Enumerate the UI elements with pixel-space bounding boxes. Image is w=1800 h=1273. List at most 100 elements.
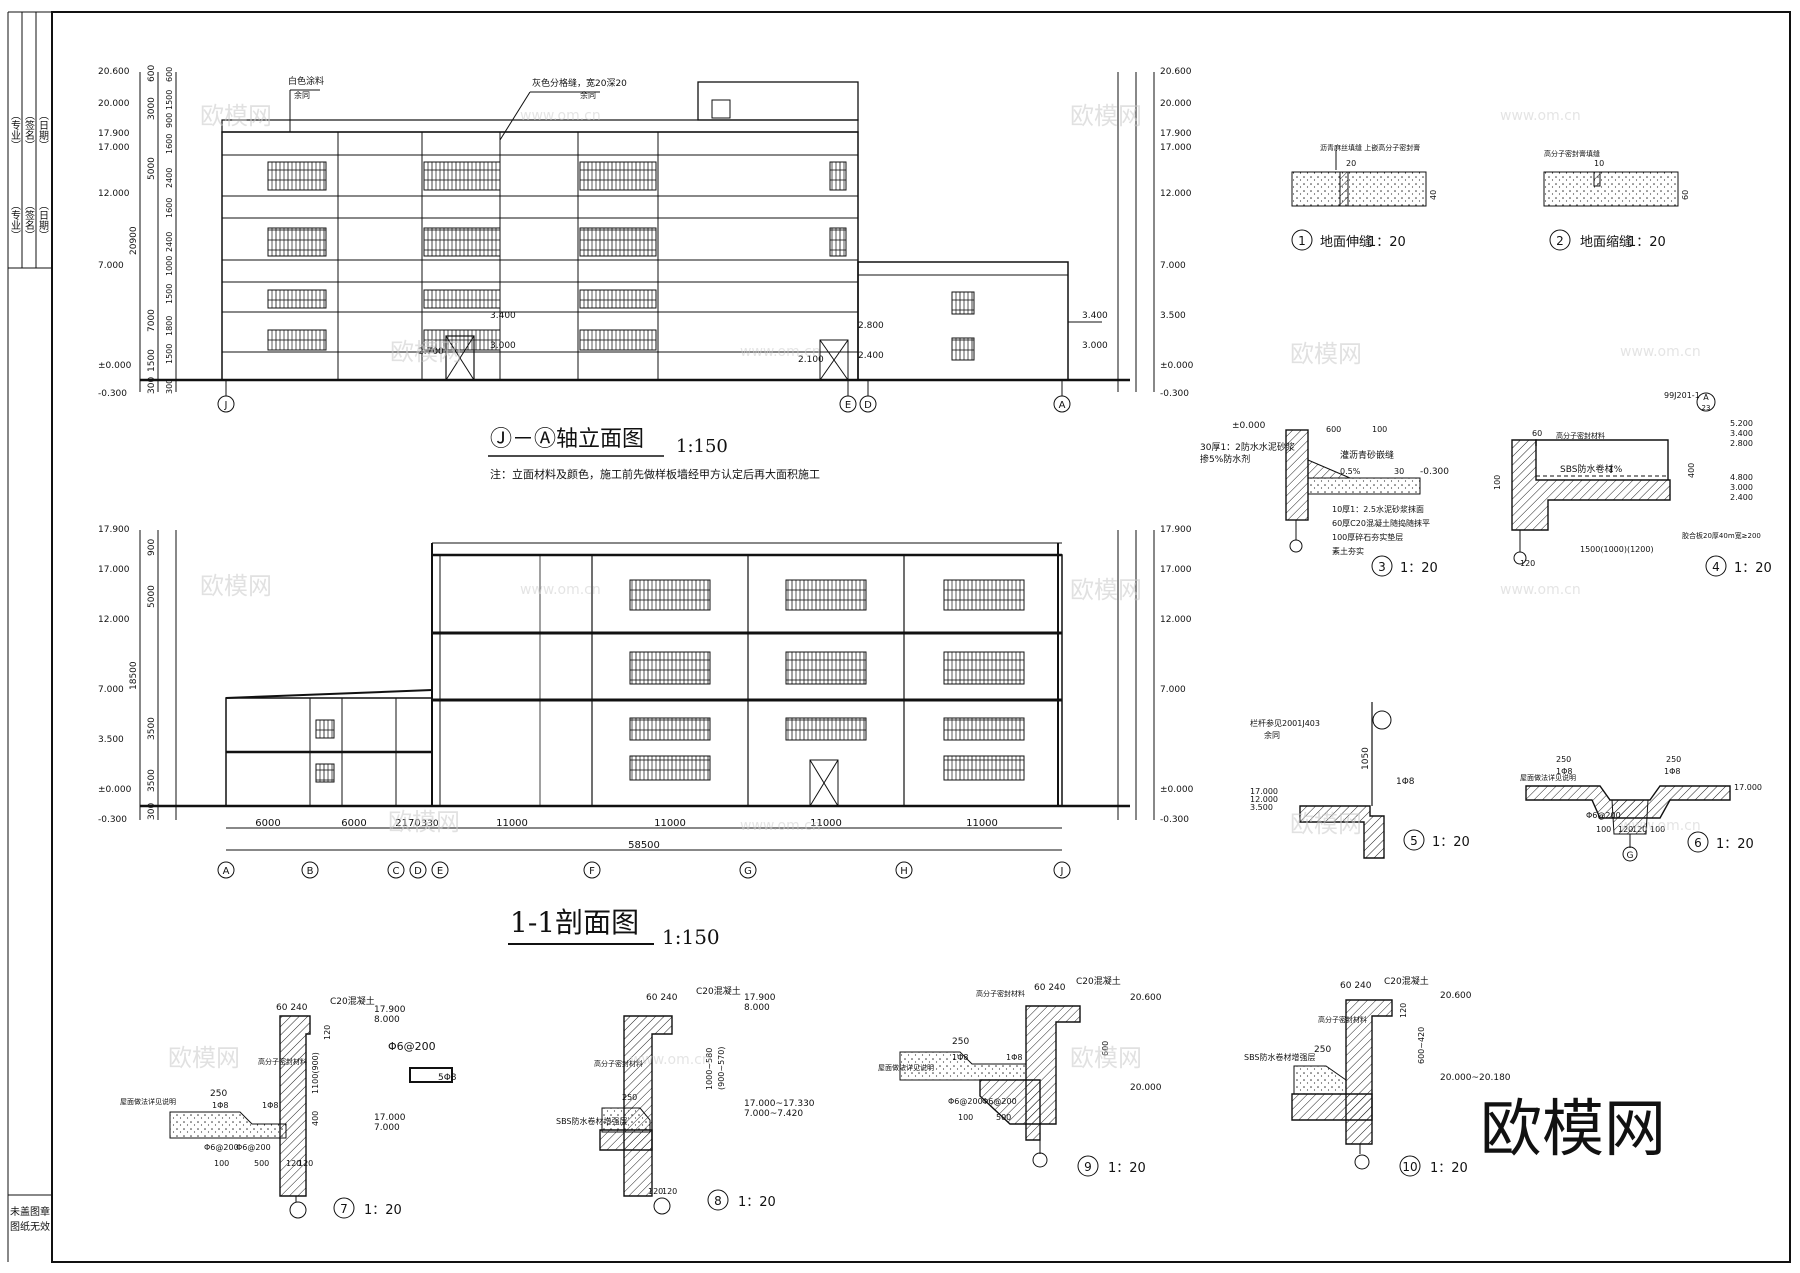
elev-left-level-3: 17.900 <box>98 129 130 139</box>
d9-dim-3: 1Φ8 <box>952 1053 968 1062</box>
d3-layer-4: 素土夯实 <box>1332 546 1364 556</box>
section-windows <box>629 579 1025 781</box>
d7-top: 60 240 <box>276 1003 308 1013</box>
d7-dim-6: 100 <box>214 1159 229 1168</box>
elev-dim-7: 300 <box>147 377 157 394</box>
elev-inline-level-5: 2.400 <box>858 351 884 361</box>
elevation-scale: 1:150 <box>676 436 728 457</box>
left-title-strip: （专业） （签名） （日期） （专业） （签名） （日期） 未盖图章 图纸无效 <box>7 11 52 1262</box>
d7-dim-10: 1100(900) <box>311 1052 320 1094</box>
sec-dim-1: 900 <box>147 539 157 556</box>
d7-dim-7: 500 <box>254 1159 269 1168</box>
elev-dim-5: 7000 <box>147 309 157 332</box>
d6-dim-4: 1Φ8 <box>1664 767 1680 776</box>
elev-dim-3: 5000 <box>147 157 157 180</box>
d7-rebar2: 5Φ8 <box>438 1073 457 1083</box>
d2-dim: 10 <box>1594 159 1604 168</box>
watermark-brand-9: 欧模网 <box>168 1044 240 1072</box>
d9-dim-6: Φ6@200 <box>982 1097 1017 1106</box>
d8-note1: 高分子密封材料 <box>594 1059 643 1068</box>
d9-dim-7: 100 <box>958 1113 973 1122</box>
watermark-url-6: www.om.cn <box>1500 582 1581 598</box>
elev-dim-1: 600 <box>147 65 157 82</box>
d8-conc: C20混凝土 <box>696 985 741 997</box>
elev-right-level-1: 20.600 <box>1160 67 1192 77</box>
d10-dim-1: 600~420 <box>1417 1027 1426 1064</box>
watermark-brand-4: 欧模网 <box>1290 340 1362 368</box>
sec-span-8: 11000 <box>966 818 998 829</box>
elev-dim-inner-1: 600 <box>165 67 174 82</box>
elevation-windows <box>267 161 847 351</box>
d5-dim-1: 1050 <box>1361 747 1371 770</box>
sec-axis-e: E <box>437 866 443 877</box>
d7-dim-8: 120 <box>286 1159 301 1168</box>
d1-num: 1 <box>1298 234 1306 248</box>
elevation-note: 注：立面材料及颜色，施工前先做样板墙经甲方认定后再大面积施工 <box>490 467 820 481</box>
elev-dim-inner-11: 1500 <box>165 344 174 364</box>
detail-1: 沥青麻丝填缝 上嵌高分子密封膏 20 40 1 地面伸缝 1：20 <box>1291 143 1438 251</box>
sec-left-level-5: 3.500 <box>98 735 124 745</box>
watermark-url-5: www.om.cn <box>520 582 601 598</box>
elev-inline-level-3: 2.700 <box>418 347 444 357</box>
d3-dim-1: 600 <box>1326 425 1341 434</box>
watermark-url-9: www.om.cn <box>630 1052 711 1068</box>
elevation-drawing: 白色涂料 余同 灰色分格缝，宽20深20 余同 3.400 3.000 2.70… <box>98 65 1194 481</box>
detail-5: 栏杆参见2001J403 余同 1050 1Φ8 17.000 12.000 3… <box>1250 702 1470 859</box>
watermark-url-4: www.om.cn <box>1620 344 1701 360</box>
d9-scale: 1：20 <box>1108 1161 1146 1176</box>
strip-label-4: （专业） <box>9 200 21 240</box>
d10-level-2: 20.000~20.180 <box>1440 1073 1511 1083</box>
sec-dim-6: 300 <box>147 803 157 820</box>
sec-right-level-5: ±0.000 <box>1160 785 1194 795</box>
d7-dim-5: Φ6@200 <box>236 1143 271 1152</box>
d10-top: 60 240 <box>1340 981 1372 991</box>
d10-num: 10 <box>1402 1160 1417 1174</box>
d1-note: 沥青麻丝填缝 上嵌高分子密封膏 <box>1320 143 1420 152</box>
watermark-brand-5: 欧模网 <box>200 572 272 600</box>
d6-dim-7: 120 <box>1618 825 1633 834</box>
watermark-brand-3: 欧模网 <box>390 338 462 366</box>
d8-dim-5: 120 <box>662 1187 677 1196</box>
d4-slope: 1% <box>1608 465 1623 475</box>
d3-scale: 1：20 <box>1400 561 1438 576</box>
detail-7: 60 240 C20混凝土 17.900 8.000 17.000 7.000 … <box>120 995 457 1219</box>
d4-ref-a: A <box>1703 393 1709 402</box>
detail-3: ±0.000 -0.300 30厚1：2防水水泥砂浆 掺5%防水剂 灌沥青砂嵌缝… <box>1200 421 1449 577</box>
d9-level-1: 20.600 <box>1130 993 1162 1003</box>
d3-dim-4: 0.5% <box>1340 467 1361 476</box>
detail-6: G 屋面做法详见说明 250 250 1Φ8 1Φ8 17.000 100 12… <box>1520 755 1762 862</box>
d9-dim-4: 1Φ8 <box>1006 1053 1022 1062</box>
d2-dim2: 60 <box>1681 190 1690 200</box>
sec-axis-g: G <box>744 866 752 877</box>
d4-dim-10: 60 <box>1532 429 1542 438</box>
d6-axis: G <box>1627 851 1634 861</box>
d9-note1: 高分子密封材料 <box>976 989 1025 998</box>
sec-dim-4: 3500 <box>147 717 157 740</box>
sec-axis-f: F <box>589 866 595 877</box>
d4-dim-1: 5.200 <box>1730 419 1753 428</box>
d7-conc: C20混凝土 <box>330 995 375 1007</box>
elev-left-level-6: 7.000 <box>98 261 124 271</box>
d6-dim-6: 100 <box>1596 825 1611 834</box>
elev-dim-2: 3000 <box>147 97 157 120</box>
elev-left-level-1: 20.600 <box>98 67 130 77</box>
d6-num: 6 <box>1694 836 1702 850</box>
detail-9: 60 240 C20混凝土 20.600 20.000 600 250 1Φ8 … <box>878 975 1162 1177</box>
d9-num: 9 <box>1084 1160 1092 1174</box>
d8-level-2: 8.000 <box>744 1003 770 1013</box>
d2-title: 地面缩缝 <box>1580 234 1632 250</box>
elev-inline-level-7: 3.400 <box>1082 311 1108 321</box>
d10-scale: 1：20 <box>1430 1161 1468 1176</box>
d9-dim-2: 250 <box>952 1037 969 1047</box>
elev-dim-inner-3: 900 <box>165 113 174 128</box>
sec-right-level-3: 12.000 <box>1160 615 1192 625</box>
sec-right-level-4: 7.000 <box>1160 685 1186 695</box>
elev-inline-level-6: 2.100 <box>798 355 824 365</box>
sec-left-level-2: 17.000 <box>98 565 130 575</box>
d5-level-2: 12.000 <box>1250 795 1278 804</box>
detail-8: 60 240 C20混凝土 17.900 8.000 17.000~17.330… <box>556 985 815 1215</box>
d4-num: 4 <box>1712 560 1720 574</box>
elev-dim-inner-9: 1500 <box>165 284 174 304</box>
d7-level-4: 7.000 <box>374 1123 400 1133</box>
